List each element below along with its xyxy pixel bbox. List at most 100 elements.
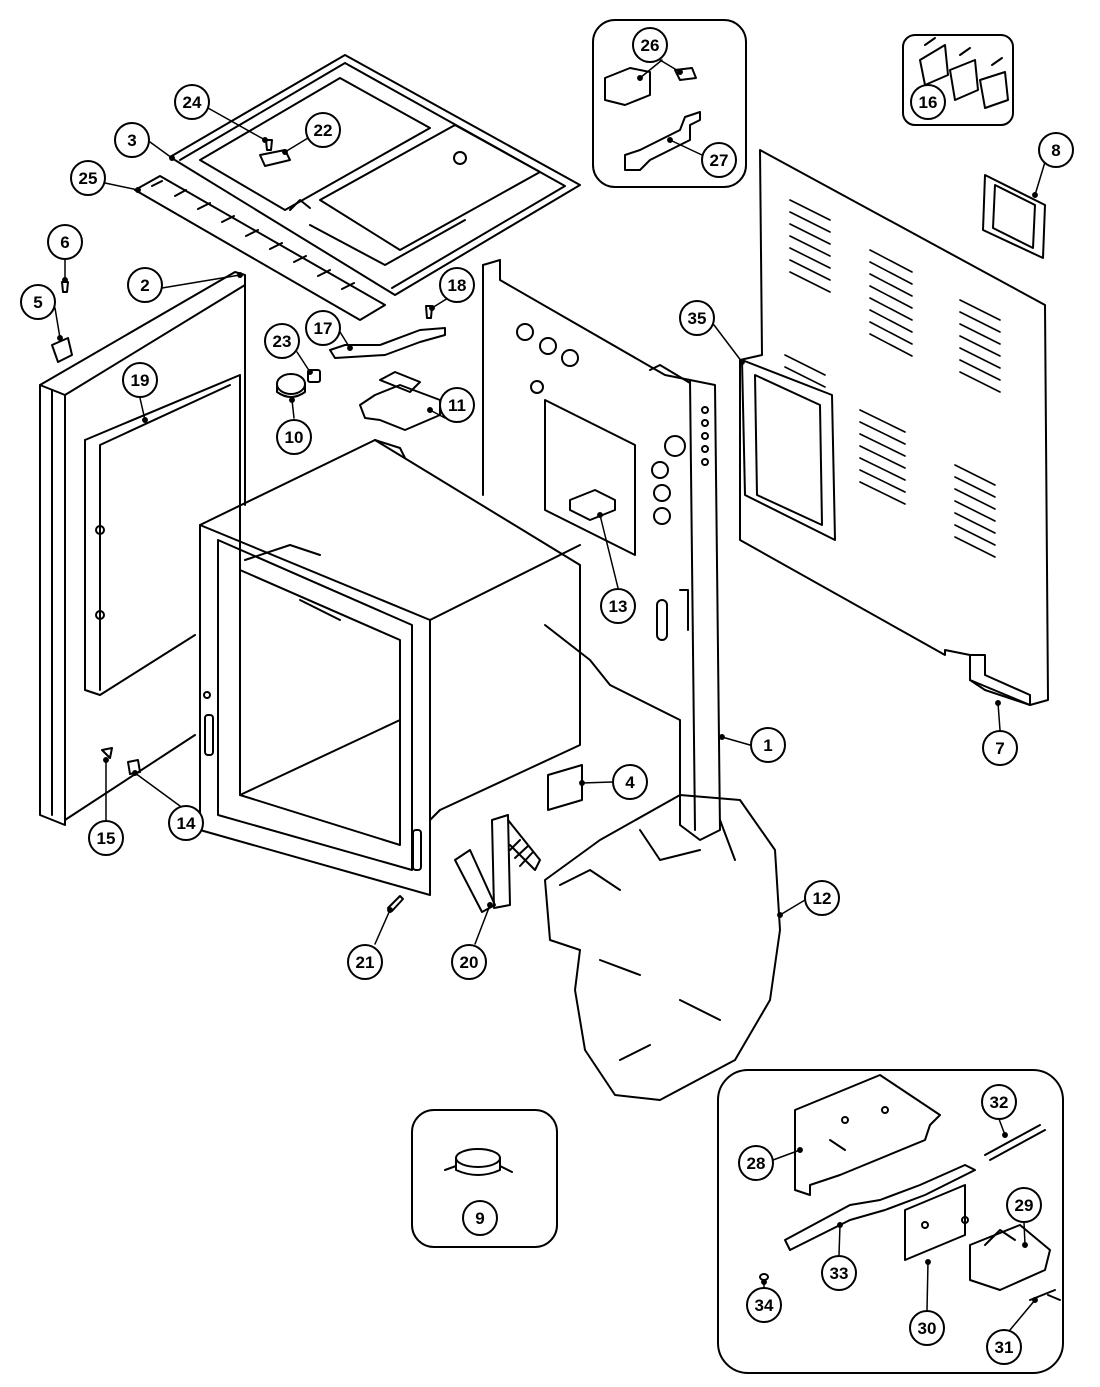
callout-label: 11: [448, 396, 466, 415]
callout-label: 3: [127, 131, 136, 150]
callout-circle: [114, 122, 150, 158]
callout-circle: [804, 880, 840, 916]
callout-circle: [122, 362, 158, 398]
leader-arrow-c30: [925, 1259, 931, 1265]
leader-line-c10: [291, 399, 295, 419]
leader-arrow-c17: [347, 345, 353, 351]
leader-arrow-c35: [739, 359, 745, 365]
callout-label: 27: [710, 151, 729, 170]
callout-circle: [276, 419, 312, 455]
callout-circle: [632, 27, 668, 63]
inset-26-27: [592, 19, 747, 188]
callout-label: 10: [285, 428, 304, 447]
leader-arrow-c18: [429, 305, 435, 311]
leader-line-c30: [926, 1261, 929, 1311]
callout-6: 6: [47, 224, 83, 260]
callout-label: 29: [1015, 1196, 1034, 1215]
leader-arrow-c4: [579, 780, 585, 786]
callout-24: 24: [174, 84, 210, 120]
leader-line-c26: [639, 59, 663, 79]
callout-label: 16: [919, 93, 938, 112]
callout-circle: [439, 267, 475, 303]
callout-label: 32: [990, 1093, 1009, 1112]
leader-line-c5: [54, 307, 61, 339]
callout-circle: [1038, 132, 1074, 168]
leader-arrow-c29: [1022, 1242, 1028, 1248]
leader-line-c7: [997, 702, 1001, 731]
callout-circle: [600, 588, 636, 624]
callout-label: 18: [448, 276, 467, 295]
leader-arrow-c1: [719, 734, 725, 740]
hinge-20: [454, 814, 541, 913]
callout-15: 15: [88, 820, 124, 856]
leader-arrow-c31: [1032, 1297, 1038, 1303]
leader-arrow-c10: [289, 397, 295, 403]
callout-circle: [910, 84, 946, 120]
callout-29: 29: [1006, 1187, 1042, 1223]
callout-label: 24: [183, 93, 202, 112]
callout-circle: [821, 1255, 857, 1291]
callout-label: 7: [995, 739, 1004, 758]
callout-10: 10: [276, 419, 312, 455]
callout-circle: [168, 805, 204, 841]
leader-arrow-c5: [57, 335, 63, 341]
leader-arrow-c32: [1002, 1132, 1008, 1138]
callout-circle: [47, 224, 83, 260]
leader-line-c1: [721, 736, 751, 746]
leader-arrow-c33: [837, 1222, 843, 1228]
bracket-4: [547, 764, 583, 811]
leader-line-c26: [659, 59, 681, 73]
leader-line-c27: [669, 139, 703, 156]
callout-label: 34: [755, 1296, 774, 1315]
leader-arrow-c21: [387, 907, 393, 913]
callout-circle: [982, 730, 1018, 766]
callout-label: 8: [1051, 141, 1060, 160]
callout-circle: [451, 944, 487, 980]
leader-arrow-c3: [169, 155, 175, 161]
clip-7: [969, 654, 1031, 706]
knob-10: [276, 373, 306, 398]
callout-circle: [1006, 1187, 1042, 1223]
leader-line-c22: [284, 137, 309, 153]
callout-label: 22: [314, 121, 333, 140]
callout-label: 30: [918, 1319, 937, 1338]
leader-line-c12: [779, 899, 806, 916]
callout-circle: [981, 1084, 1017, 1120]
leader-arrow-c20: [487, 902, 493, 908]
callout-circle: [70, 160, 106, 196]
callout-2: 2: [127, 267, 163, 303]
leader-line-c29: [1023, 1221, 1026, 1246]
callout-28: 28: [738, 1145, 774, 1181]
leader-arrow-c34: [761, 1279, 767, 1285]
callout-12: 12: [804, 880, 840, 916]
leader-lines: [54, 59, 1046, 1331]
leader-arrow-c2: [237, 272, 243, 278]
insulation-12: [544, 794, 781, 1101]
callout-circle: [986, 1329, 1022, 1365]
callout-5: 5: [20, 284, 56, 320]
callout-circle: [439, 387, 475, 423]
leader-line-c14: [134, 772, 181, 807]
leader-arrow-c22: [282, 149, 288, 155]
callout-label: 20: [460, 953, 479, 972]
callout-circle: [20, 284, 56, 320]
callout-7: 7: [982, 730, 1018, 766]
leader-line-c18: [431, 297, 449, 309]
callout-circle: [462, 1200, 498, 1236]
callout-label: 5: [33, 293, 42, 312]
callout-label: 23: [273, 332, 292, 351]
clip-5: [51, 337, 73, 363]
leader-arrow-c26: [677, 69, 683, 75]
callout-layer: 1234567891011121314151617181920212223242…: [20, 27, 1074, 1365]
callout-label: 21: [356, 953, 375, 972]
leader-arrow-c26: [637, 75, 643, 81]
leader-line-c2: [161, 274, 241, 289]
callout-4: 4: [612, 764, 648, 800]
callout-3: 3: [114, 122, 150, 158]
callout-21: 21: [347, 944, 383, 980]
callout-11: 11: [439, 387, 475, 423]
leader-arrow-c13: [597, 512, 603, 518]
leader-line-c24: [207, 107, 266, 141]
leader-arrow-c23: [307, 369, 313, 375]
leader-line-c21: [374, 909, 391, 945]
